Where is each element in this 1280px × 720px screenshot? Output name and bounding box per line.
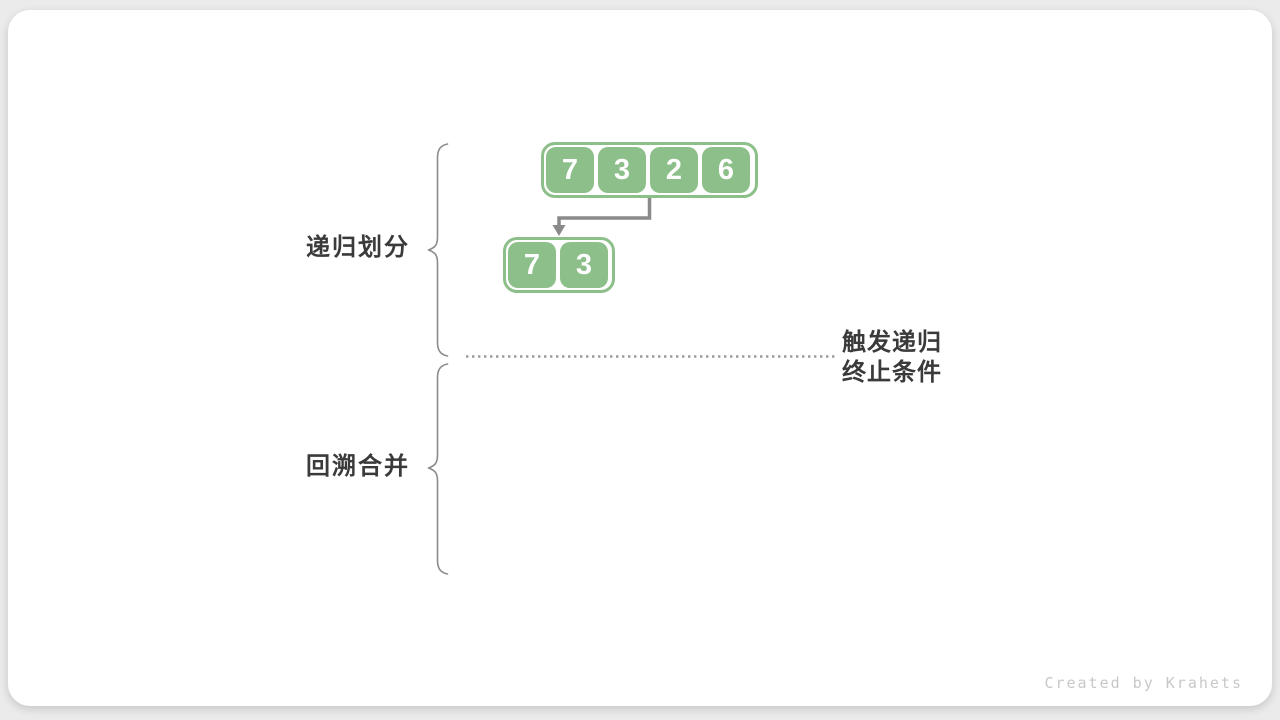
sub-array: 7 3 (503, 237, 615, 293)
main-array: 7 3 2 6 (541, 142, 758, 198)
array-cell: 2 (650, 147, 698, 193)
array-cell: 7 (546, 147, 594, 193)
phase-label-recursive-divide: 递归划分 (306, 234, 410, 261)
array-cell: 3 (598, 147, 646, 193)
termination-condition-line2: 终止条件 (842, 359, 942, 386)
array-cell: 6 (702, 147, 750, 193)
figure-card (8, 10, 1272, 706)
array-cell: 7 (508, 242, 556, 288)
termination-condition-line1: 触发递归 (842, 329, 942, 356)
watermark-credit: Created by Krahets (1044, 674, 1243, 692)
array-cell: 3 (560, 242, 608, 288)
termination-condition-label: 触发递归 终止条件 (842, 328, 942, 388)
phase-label-backtrack-merge: 回溯合并 (306, 453, 410, 480)
